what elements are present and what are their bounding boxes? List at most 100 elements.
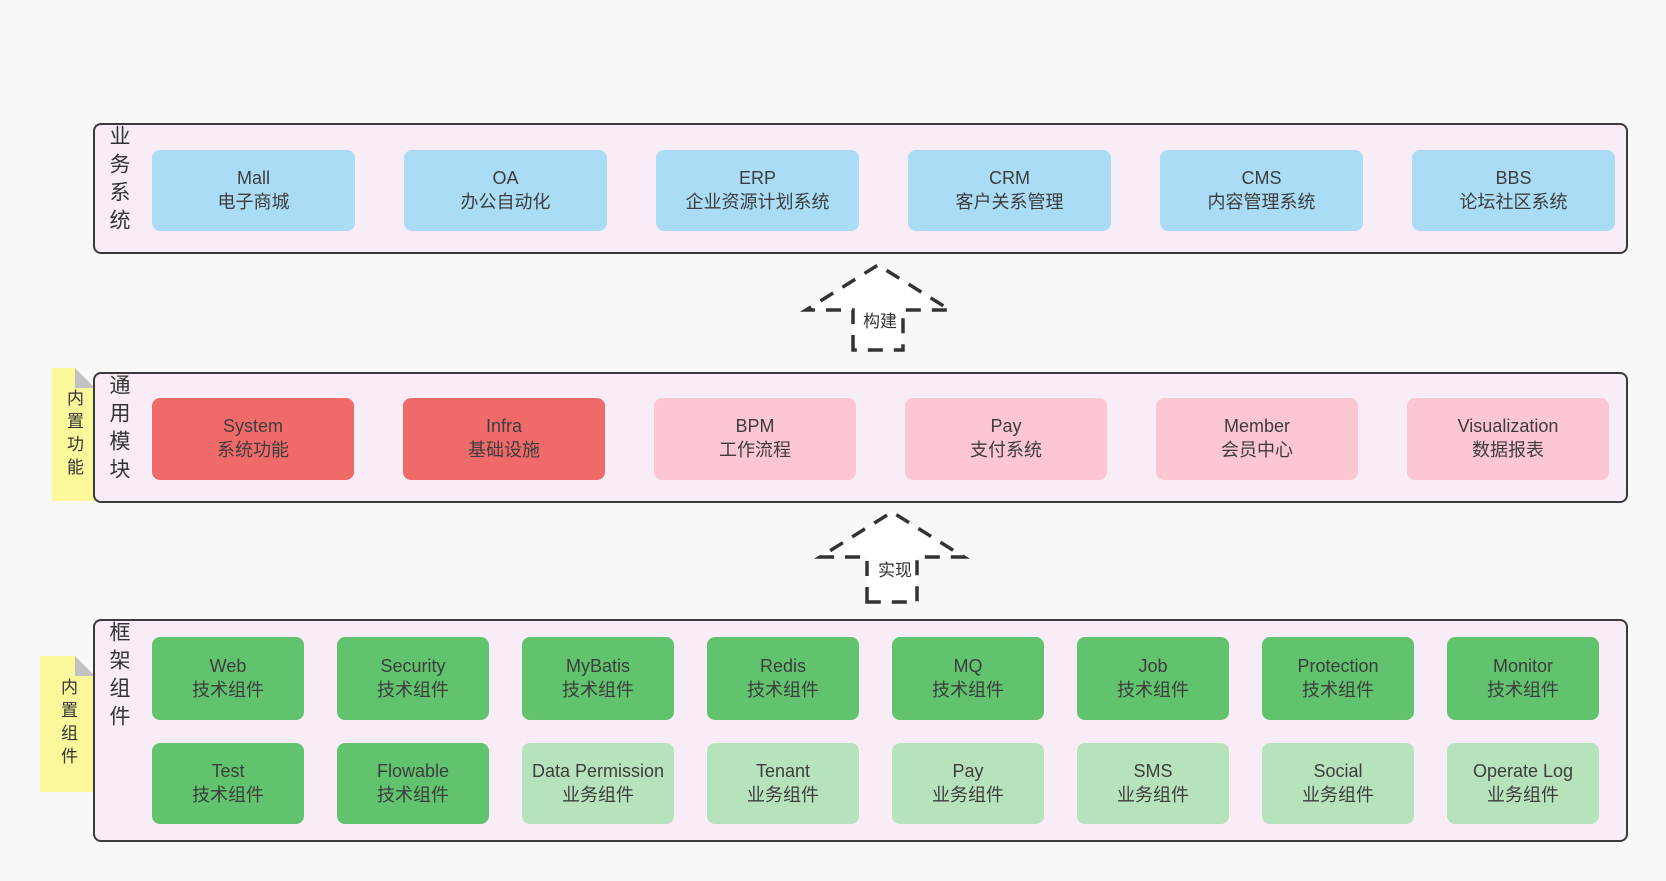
build-arrow: 构建: [795, 255, 965, 355]
box-title: Tenant: [755, 760, 811, 781]
box-bbs: BBS 论坛社区系统: [1412, 150, 1615, 231]
box-title: ERP: [738, 167, 776, 188]
box-mq: MQ 技术组件: [892, 637, 1044, 720]
box-subtitle: 业务组件: [1302, 784, 1374, 805]
implement-arrow-label: 实现: [875, 556, 915, 581]
box-subtitle: 支付系统: [970, 440, 1042, 460]
box-subtitle: 工作流程: [719, 440, 791, 460]
box-redis: Redis 技术组件: [707, 637, 859, 720]
box-title: MQ: [953, 655, 983, 676]
box-title: Web: [209, 655, 247, 676]
box-title: Test: [211, 760, 245, 781]
box-subtitle: 业务组件: [1487, 784, 1559, 805]
box-subtitle: 技术组件: [562, 679, 634, 700]
box-title: Pay: [952, 760, 984, 781]
box-subtitle: 论坛社区系统: [1459, 191, 1568, 212]
box-title: Job: [1138, 655, 1168, 676]
box-subtitle: 电子商城: [217, 191, 290, 212]
band-business-systems-row: Mall 电子商城 OA 办公自动化 ERP 企业资源计划系统 CRM 客户关系管理 CMS 内容…: [152, 150, 1615, 231]
box-subtitle: 数据报表: [1472, 440, 1544, 460]
box-subtitle: 企业资源计划系统: [685, 191, 830, 212]
sticky-note-builtin-components-label: 内置组件: [58, 678, 77, 770]
box-title: Pay: [990, 416, 1022, 437]
box-subtitle: 技术组件: [932, 679, 1004, 700]
box-tenant: Tenant 业务组件: [707, 743, 859, 824]
box-infra: Infra 基础设施: [403, 398, 605, 480]
box-title: Redis: [759, 655, 807, 676]
box-subtitle: 技术组件: [1302, 679, 1374, 700]
box-title: OA: [492, 167, 519, 188]
box-crm: CRM 客户关系管理: [908, 150, 1111, 231]
band-business-systems: 业务系统 Mall 电子商城 OA 办公自动化 ERP 企业资源计划系统 CRM 客户关系管理…: [93, 123, 1628, 254]
box-title: System: [222, 416, 283, 437]
box-title: Operate Log: [1472, 760, 1574, 781]
box-title: CMS: [1241, 167, 1282, 188]
box-mybatis: MyBatis 技术组件: [522, 637, 674, 720]
box-title: MyBatis: [565, 655, 630, 676]
box-subtitle: 客户关系管理: [955, 191, 1064, 212]
box-sms: SMS 业务组件: [1077, 743, 1229, 824]
box-oa: OA 办公自动化: [404, 150, 607, 231]
box-title: Mall: [236, 167, 270, 188]
box-subtitle: 业务组件: [747, 784, 819, 805]
band-business-systems-label: 业务系统: [107, 125, 130, 237]
box-title: Flowable: [376, 760, 450, 781]
box-title: Protection: [1297, 655, 1379, 676]
box-subtitle: 技术组件: [192, 784, 264, 805]
box-pay: Pay 业务组件: [892, 743, 1044, 824]
up-arrow-icon: [799, 262, 957, 352]
box-title: Social: [1313, 760, 1363, 781]
box-subtitle: 办公自动化: [460, 191, 551, 212]
box-test: Test 技术组件: [152, 743, 304, 824]
box-title: SMS: [1133, 760, 1173, 781]
box-title: Security: [380, 655, 446, 676]
box-subtitle: 技术组件: [747, 679, 819, 700]
box-title: Data Permission: [531, 760, 665, 781]
box-title: BBS: [1495, 167, 1532, 188]
band-common-modules: 通用模块 System 系统功能 Infra 基础设施 BPM 工作流程 Pay 支付系统 Me…: [93, 372, 1628, 503]
box-subtitle: 业务组件: [562, 784, 634, 805]
box-protection: Protection 技术组件: [1262, 637, 1414, 720]
box-subtitle: 内容管理系统: [1207, 191, 1316, 212]
build-arrow-label: 构建: [860, 307, 900, 332]
box-flowable: Flowable 技术组件: [337, 743, 489, 824]
box-subtitle: 技术组件: [192, 679, 264, 700]
box-title: Infra: [485, 416, 523, 437]
band-common-modules-label: 通用模块: [107, 374, 130, 486]
box-title: BPM: [735, 416, 775, 437]
box-web: Web 技术组件: [152, 637, 304, 720]
box-mall: Mall 电子商城: [152, 150, 355, 231]
box-subtitle: 业务组件: [932, 784, 1004, 805]
box-subtitle: 技术组件: [1117, 679, 1189, 700]
box-title: Visualization: [1457, 416, 1559, 437]
box-title: Member: [1223, 416, 1290, 437]
box-bpm: BPM 工作流程: [654, 398, 856, 480]
band-common-modules-row: System 系统功能 Infra 基础设施 BPM 工作流程 Pay 支付系统 Member 会…: [152, 398, 1609, 480]
box-subtitle: 基础设施: [468, 440, 540, 460]
box-member: Member 会员中心: [1156, 398, 1358, 480]
box-subtitle: 技术组件: [377, 784, 449, 805]
sticky-note-builtin-components: 内置组件: [40, 656, 95, 792]
box-subtitle: 技术组件: [1487, 679, 1559, 700]
box-data-permission: Data Permission 业务组件: [522, 743, 674, 824]
band-framework-components-label: 框架组件: [107, 621, 130, 733]
box-subtitle: 技术组件: [377, 679, 449, 700]
box-subtitle: 会员中心: [1221, 440, 1293, 460]
box-cms: CMS 内容管理系统: [1160, 150, 1363, 231]
sticky-note-builtin-features-label: 内置功能: [64, 388, 83, 481]
box-subtitle: 业务组件: [1117, 784, 1189, 805]
box-job: Job 技术组件: [1077, 637, 1229, 720]
box-erp: ERP 企业资源计划系统: [656, 150, 859, 231]
implement-arrow: 实现: [810, 500, 980, 607]
box-operate-log: Operate Log 业务组件: [1447, 743, 1599, 824]
box-subtitle: 系统功能: [217, 440, 289, 460]
box-social: Social 业务组件: [1262, 743, 1414, 824]
box-security: Security 技术组件: [337, 637, 489, 720]
box-system: System 系统功能: [152, 398, 354, 480]
box-title: CRM: [989, 167, 1030, 188]
